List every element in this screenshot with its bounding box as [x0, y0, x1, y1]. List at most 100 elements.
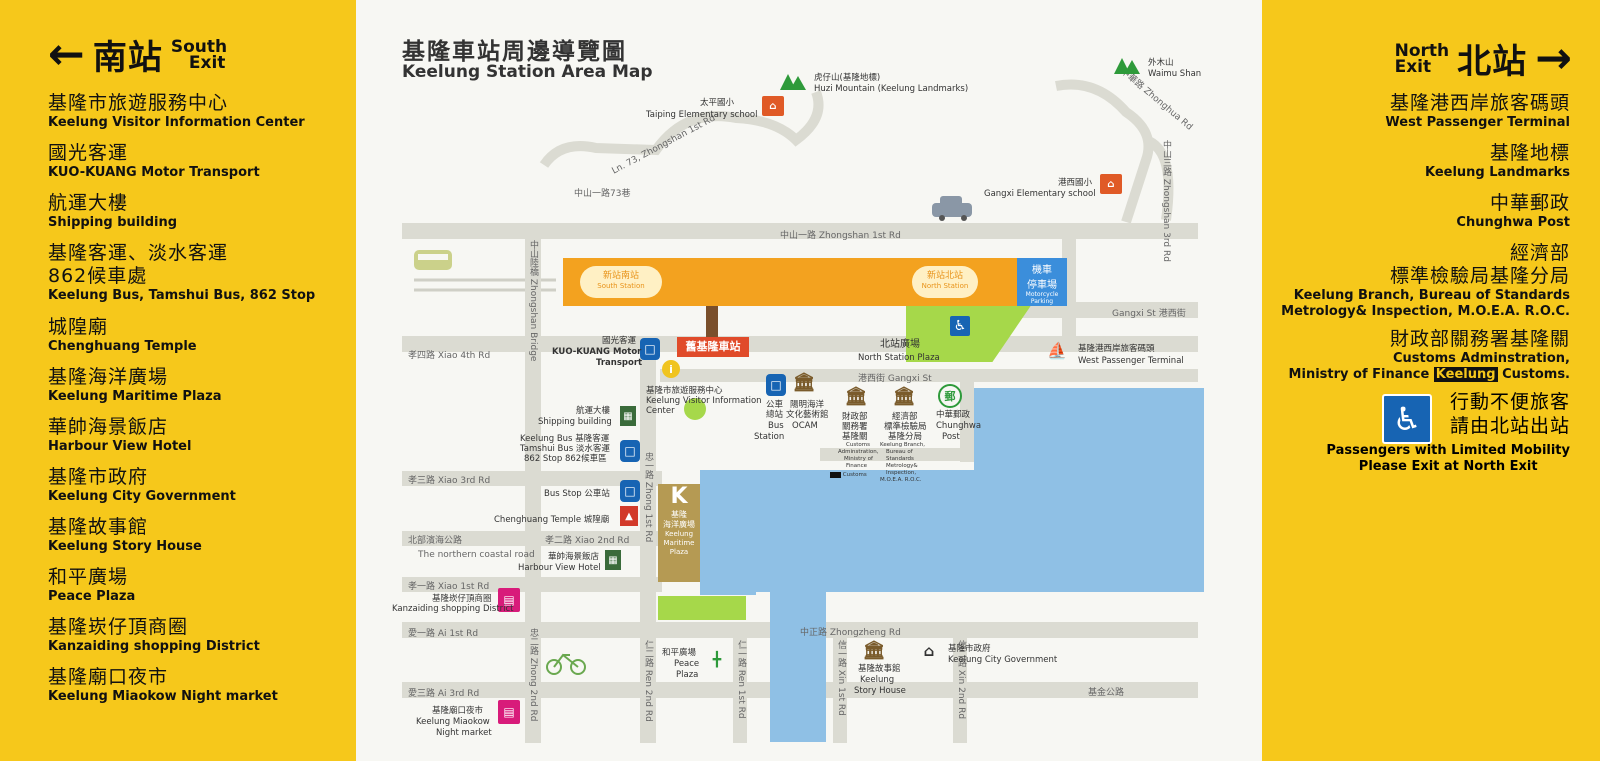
post-label-en-2: Post: [942, 432, 960, 442]
bus-station-label-zh-1: 公車: [766, 400, 784, 410]
ocam-label-zh-1: 陽明海洋: [790, 400, 825, 410]
west-terminal-label-zh: 基隆港西岸旅客碼頭: [1078, 344, 1155, 354]
south-exit-title-zh: 南站: [92, 38, 163, 78]
customs-label-en-2: Adminstration,: [838, 449, 879, 455]
story-house-label-en-2: Story House: [854, 686, 906, 696]
bsmi-label-en-6: M.O.E.A. R.O.C.: [880, 477, 922, 483]
south-station-marker: 新站南站 South Station: [580, 266, 662, 298]
shipping-label-en: Shipping building: [538, 417, 612, 427]
customs-label-en-5: ____ Customs: [830, 472, 867, 478]
bsmi-label-zh-1: 經濟部: [892, 412, 918, 422]
south-exit-title-en-1: South: [170, 36, 228, 57]
bus-station-label-en-2: Station: [754, 432, 785, 442]
government-building-icon: 🏛: [892, 385, 916, 407]
bus-station-label-zh-2: 總站: [766, 410, 784, 420]
harbour-water: [700, 470, 756, 595]
label-gangxi-st-2: 港西街 Gangxi St: [858, 374, 932, 384]
north-station-label-zh: 新站北站: [926, 271, 963, 281]
arrow-left-icon: ←: [48, 28, 85, 80]
peace-plaza-label-zh: 和平廣場: [662, 648, 697, 658]
shop-icon: ▤: [498, 700, 520, 724]
label-xiao-1st: 孝一路 Xiao 1st Rd: [408, 582, 490, 592]
label-zhongshan-3rd: 中山三路 Zhongshan 3rd Rd: [1161, 140, 1171, 262]
taiping-label-zh: 太平國小: [700, 98, 735, 108]
wheelchair-icon: ♿: [1382, 394, 1432, 444]
bsmi-label-en-2: Bureau of: [886, 449, 913, 455]
bsmi-label-en-1: Keelung Branch,: [880, 442, 925, 448]
label-xin-1st: 信一路 Xin 1st Rd: [836, 640, 846, 716]
road-zhong-1st: [640, 336, 656, 743]
label-zhongzheng: 中正路 Zhongzheng Rd: [800, 628, 901, 638]
building-icon: ▦: [605, 550, 621, 570]
old-station-connector: [706, 306, 718, 338]
city-hall-icon: ⌂: [923, 642, 935, 660]
road-gangxi-st: [660, 369, 1198, 382]
ferry-icon: ⛵: [1047, 340, 1067, 360]
bsmi-label-zh-3: 基隆分局: [888, 432, 923, 442]
north-plaza-label-en: North Station Plaza: [858, 353, 940, 363]
story-house-label-zh: 基隆故事館: [858, 664, 901, 674]
north-plaza-label-zh: 北站廣場: [880, 339, 920, 350]
info-icon: i: [662, 360, 680, 378]
building-icon: ▦: [620, 406, 636, 426]
miaokow-label-en-2: Night market: [436, 728, 492, 738]
map-title-zh: 基隆車站周邊導覽圖: [402, 39, 627, 65]
post-office-icon: 郵: [938, 384, 962, 408]
k-logo-icon: K: [670, 484, 688, 509]
road-ren-1st: [733, 622, 747, 743]
customs-label-en-4: Finance: [846, 463, 868, 469]
visitor-center-label-en-2: Center: [646, 406, 675, 416]
label-xiao-4th: 孝四路 Xiao 4th Rd: [408, 351, 491, 361]
winding-road-north: [539, 90, 824, 169]
road-zhongshan-1st: [402, 223, 1198, 239]
bsmi-label-en-4: Metrology&: [886, 463, 918, 469]
huzi-label-zh: 虎仔山(基隆地標): [814, 73, 881, 83]
south-station-label-zh: 新站南站: [602, 271, 639, 281]
bus-stop-label-3: 862 Stop 862候車區: [524, 454, 607, 464]
bus-icon: □: [620, 440, 640, 462]
accessibility-text-zh-2: 請由北站出站: [1449, 415, 1570, 437]
museum-icon: 🏛: [862, 639, 886, 661]
motorcycle-parking: 機車 停車場 Motorcycle Parking: [1017, 258, 1067, 306]
road-post: [960, 382, 974, 462]
north-exit-title-zh: 北站: [1457, 42, 1528, 82]
government-building-icon: 🏛: [844, 385, 868, 407]
south-exit-title-en-2: Exit: [188, 52, 226, 73]
green-strip: [658, 596, 746, 620]
car-icon: [932, 196, 972, 221]
customs-label-en-1: Customs: [846, 442, 870, 448]
bus-icon: □: [640, 338, 660, 360]
accessibility-notice: 行動不便旅客 請由北站出站: [1450, 390, 1570, 438]
customs-label-zh-1: 財政部: [842, 412, 868, 422]
label-zhong-2nd: 忠二路 Zhong 2nd Rd: [528, 628, 538, 722]
map-title-en: Keelung Station Area Map: [402, 62, 653, 82]
bsmi-label-zh-2: 標準檢驗局: [884, 422, 927, 432]
city-gov-label-zh: 基隆市政府: [948, 644, 991, 654]
west-terminal-label-en: West Passenger Terminal: [1078, 356, 1184, 366]
road-xin-1st: [833, 622, 847, 743]
south-exit-header: ← 南站 South Exit: [48, 30, 227, 79]
kanzaiding-label-en: Kanzaiding shopping District: [392, 604, 514, 614]
label-jijin: 基金公路: [1088, 688, 1125, 698]
mountain-icon: [1112, 54, 1142, 74]
bus-stop-label-1: Keelung Bus 基隆客運: [520, 434, 610, 444]
label-xiao-3rd: 孝三路 Xiao 3rd Rd: [408, 476, 491, 486]
visitor-center-label-en-1: Keelung Visitor Information: [646, 396, 762, 406]
harbour-water: [974, 388, 1204, 478]
label-ai-3rd: 愛三路 Ai 3rd Rd: [408, 689, 480, 699]
bsmi-label-en-3: Standards: [886, 456, 914, 462]
city-gov-label-en: Keelung City Government: [948, 655, 1058, 665]
ocam-label-zh-2: 文化藝術館: [786, 410, 829, 420]
